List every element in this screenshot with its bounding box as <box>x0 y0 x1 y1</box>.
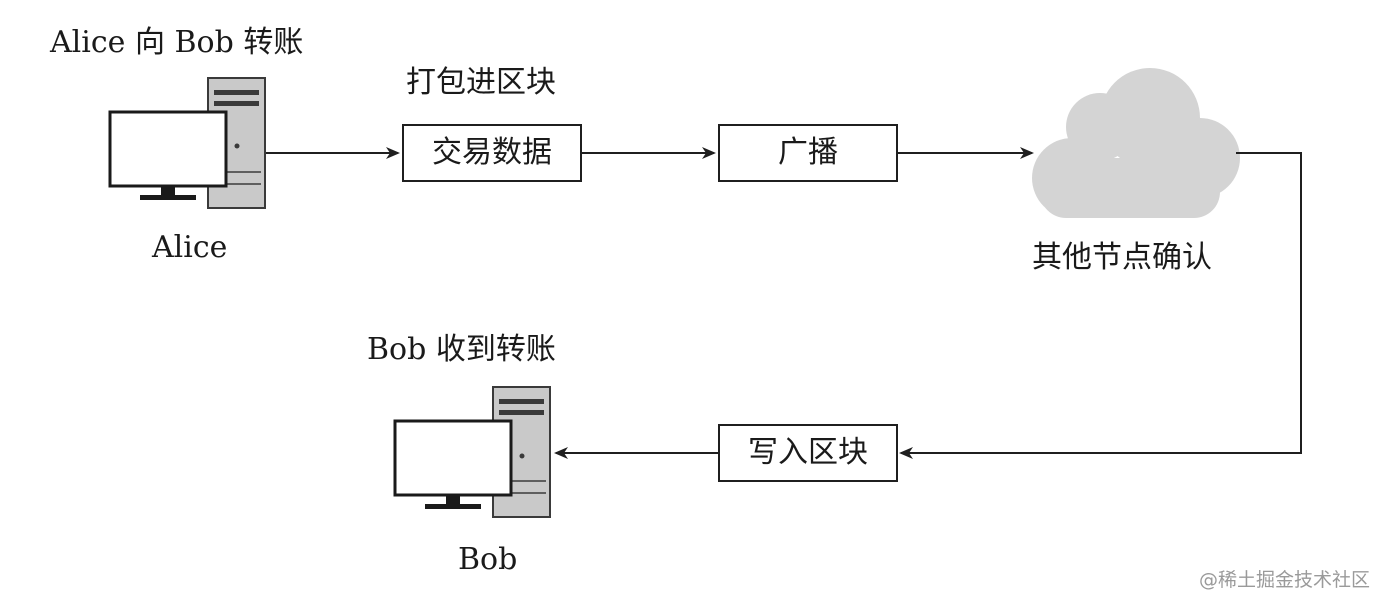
bob-computer-icon <box>393 386 551 518</box>
connector-cloud-to-write-block <box>899 152 1302 459</box>
alice-computer-icon <box>108 77 266 209</box>
transaction-data-box: 交易数据 <box>402 124 582 182</box>
bob-receive-label: Bob 收到转账 <box>367 332 556 367</box>
bob-name-label: Bob <box>458 542 518 577</box>
alice-name-label: Alice <box>152 230 228 265</box>
cloud-icon <box>1032 68 1240 218</box>
write-block-label: 写入区块 <box>748 435 868 470</box>
watermark-text: @稀土掘金技术社区 <box>1198 569 1370 591</box>
broadcast-label: 广播 <box>778 135 838 170</box>
pack-into-block-label: 打包进区块 <box>406 65 556 100</box>
title-alice-to-bob: Alice 向 Bob 转账 <box>50 25 304 60</box>
other-nodes-confirm-label: 其他节点确认 <box>1032 240 1212 275</box>
transaction-data-label: 交易数据 <box>432 135 552 170</box>
broadcast-box: 广播 <box>718 124 898 182</box>
write-block-box: 写入区块 <box>718 424 898 482</box>
